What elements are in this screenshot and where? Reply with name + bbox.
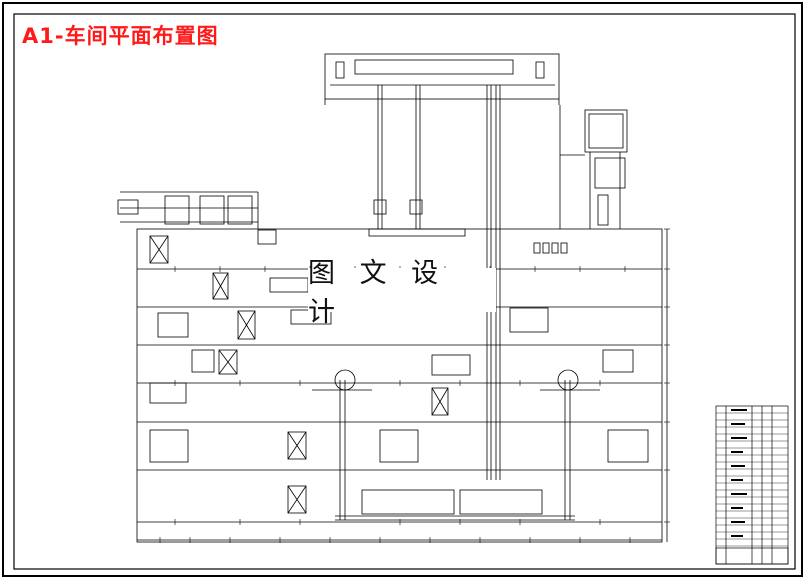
right-upper-room [584,109,628,153]
drawing-title: A1-车间平面布置图 [22,24,219,48]
top-structure [324,53,560,100]
machine-boxes [149,235,449,514]
title-block [715,405,789,565]
floor-plan [117,53,670,543]
watermark-label: 图 文 设 计 [308,258,496,328]
inner-border [13,13,796,570]
